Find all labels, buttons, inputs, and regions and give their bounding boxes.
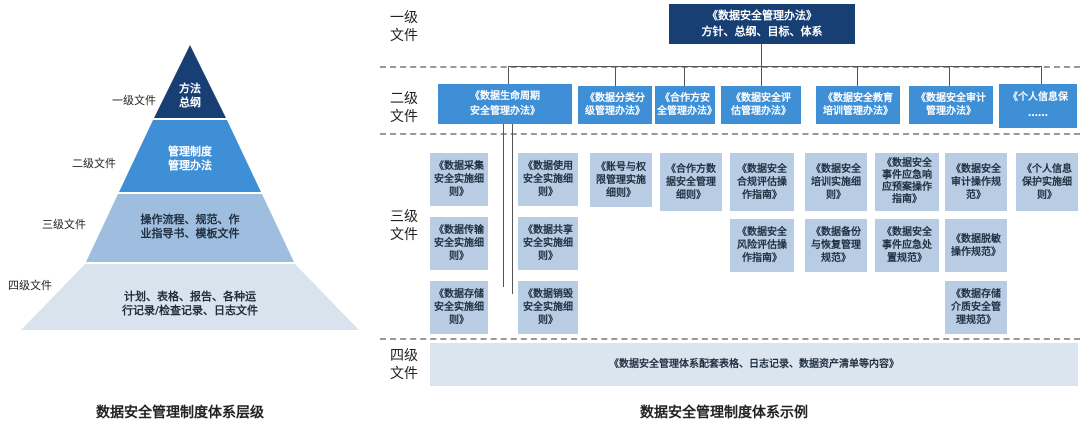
tier2-side-label: 二级文件 <box>72 157 116 170</box>
level3-box-storage-media: 《数据存储介质安全管理规范》 <box>945 281 1007 334</box>
level-3-label: 三级文件 <box>390 209 418 243</box>
level3-box-incident-response: 《数据安全事件应急响应预案操作指南》 <box>875 153 939 211</box>
level3-box-usage: 《数据使用安全实施细则》 <box>518 153 578 206</box>
separator-3-4 <box>380 338 1080 340</box>
connector-lifecycle-trunk <box>503 124 504 287</box>
tier1-side-label: 一级文件 <box>112 94 156 107</box>
separator-1-2 <box>380 66 1080 68</box>
pyramid-tier-2 <box>119 120 261 192</box>
level3-box-partner-data: 《合作方数据安全管理细则》 <box>660 153 722 211</box>
level3-box-training-impl: 《数据安全培训实施细则》 <box>805 153 867 211</box>
connector-l2-3 <box>684 66 685 86</box>
level-2-label: 二级文件 <box>390 91 418 125</box>
connector-l2-4 <box>761 66 762 86</box>
connector-root-down <box>761 44 762 66</box>
level2-box-lifecycle: 《数据生命周期安全管理办法》 <box>438 84 572 124</box>
level3-box-incident-handling: 《数据安全事件应急处置规范》 <box>875 219 939 272</box>
pyramid-tier-1 <box>154 45 226 118</box>
level3-box-destruction: 《数据销毁安全实施细则》 <box>518 281 578 334</box>
tier4-side-label: 四级文件 <box>8 279 52 292</box>
connector-l2-7 <box>1041 66 1042 84</box>
example-caption: 数据安全管理制度体系示例 <box>640 405 808 421</box>
level3-box-sharing: 《数据共享安全实施细则》 <box>518 217 578 270</box>
level3-box-compliance: 《数据安全合规评估操作指南》 <box>730 153 794 211</box>
connector-l2-1 <box>508 66 509 84</box>
tier2-text: 管理制度管理办法 <box>168 145 212 172</box>
level2-box-assessment: 《数据安全评估管理办法》 <box>721 86 801 124</box>
level3-box-transmission: 《数据传输安全实施细则》 <box>430 217 488 270</box>
separator-2-3 <box>380 133 1080 135</box>
connector-l2-5 <box>857 66 858 86</box>
level3-box-backup: 《数据备份与恢复管理规范》 <box>805 219 867 272</box>
level3-box-personal-info-protection: 《个人信息保护实施细则》 <box>1016 153 1078 211</box>
level3-box-risk: 《数据安全风险评估操作指南》 <box>730 219 794 272</box>
connector-l2-2 <box>615 66 616 86</box>
level3-box-masking: 《数据脱敏操作规范》 <box>945 219 1007 272</box>
connector-level2-bus <box>508 66 1041 67</box>
pyramid-tier-3 <box>86 194 294 262</box>
level3-box-account-permission: 《账号与权限管理实施细则》 <box>590 153 652 207</box>
level3-box-storage: 《数据存储安全实施细则》 <box>430 281 488 334</box>
level1-box: 《数据安全管理办法》方针、总纲、目标、体系 <box>669 4 855 44</box>
tier3-text: 操作流程、规范、作业指导书、模板文件 <box>140 213 240 240</box>
level2-box-partner: 《合作方安全管理办法》 <box>655 86 717 124</box>
level-4-label: 四级文件 <box>390 348 418 382</box>
connector-l2-6 <box>949 66 950 86</box>
level2-box-personal-info: 《个人信息保…… <box>999 84 1077 128</box>
pyramid-tier-4 <box>21 264 359 330</box>
connector-lifecycle-trunk-2 <box>512 124 513 294</box>
level3-box-collection: 《数据采集安全实施细则》 <box>430 153 488 206</box>
tier1-text: 方法总纲 <box>179 82 201 109</box>
level-1-label: 一级文件 <box>390 10 418 44</box>
pyramid-caption: 数据安全管理制度体系层级 <box>96 405 264 421</box>
level2-box-audit: 《数据安全审计管理办法》 <box>909 86 993 124</box>
level4-box: 《数据安全管理体系配套表格、日志记录、数据资产清单等内容》 <box>430 343 1078 386</box>
level2-box-classification: 《数据分类分级管理办法》 <box>578 86 652 124</box>
pyramid-diagram <box>21 45 359 330</box>
tier3-side-label: 三级文件 <box>42 218 86 231</box>
level3-box-audit-ops: 《数据安全审计操作规范》 <box>945 153 1007 211</box>
tier4-text: 计划、表格、报告、各种运行记录/检查记录、日志文件 <box>121 290 259 317</box>
level2-box-training: 《数据安全教育培训管理办法》 <box>816 86 900 124</box>
